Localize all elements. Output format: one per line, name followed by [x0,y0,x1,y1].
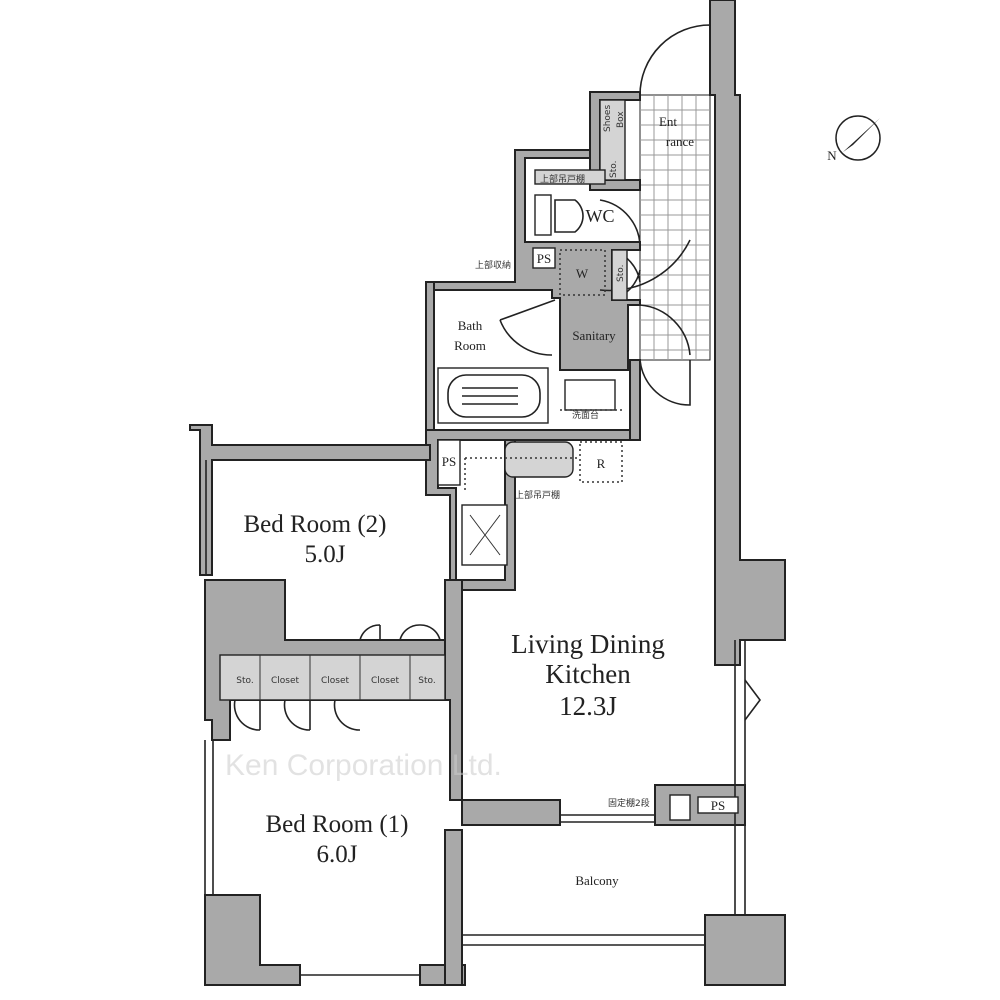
washer-label: W [576,266,589,281]
closet-label: Closet [371,676,400,686]
entrance-tile-floor [639,94,711,361]
bed-room-2-label: Bed Room (2) [243,511,386,538]
closet-label: Closet [271,676,300,686]
bath-room-label: Room [454,338,486,353]
sanitary-label: Sanitary [572,328,616,343]
shoes-box-label: Shoes [603,105,613,132]
bed-room-1-label: Bed Room (1) [265,811,408,838]
ldk-label: Kitchen [545,659,631,689]
storage-label: Sto. [616,265,626,282]
upper-shelf-label: 上部収納 [475,259,511,271]
wc-label: WC [586,206,615,226]
storage-label: Sto. [236,676,253,686]
entrance-label: Ent [659,114,677,129]
bed-room-1-size: 6.0J [317,841,358,868]
ps-label: PS [711,798,725,813]
sanitary-lower-label: 洗面台 [572,409,599,421]
bed-room-2-size: 5.0J [305,541,346,568]
ldk-label: Living Dining [511,629,665,659]
fixtures [199,24,761,976]
upper-cabinet-label: 上部吊戸棚 [540,173,585,185]
door-arc [639,304,691,406]
ps-label: PS [442,454,456,469]
shoes-box-label: Box [616,111,626,128]
entrance-label: rance [666,134,694,149]
ldk-size: 12.3J [559,691,617,721]
bath-room-label: Bath [458,318,483,333]
refrigerator-label: R [597,456,606,471]
closet-label: Closet [321,676,350,686]
ps-label: PS [537,251,551,266]
entry-door [639,24,711,96]
storage-label: Sto. [418,676,435,686]
balcony-label: Balcony [575,873,619,888]
watermark: Ken Corporation Ltd. [225,749,502,782]
north-compass: N [827,115,881,163]
fixed-shelf-label: 固定棚2段 [608,797,650,809]
upper-cabinet-label: 上部吊戸棚 [515,489,560,501]
compass-label: N [827,148,837,163]
storage-label: Sto. [609,161,619,178]
